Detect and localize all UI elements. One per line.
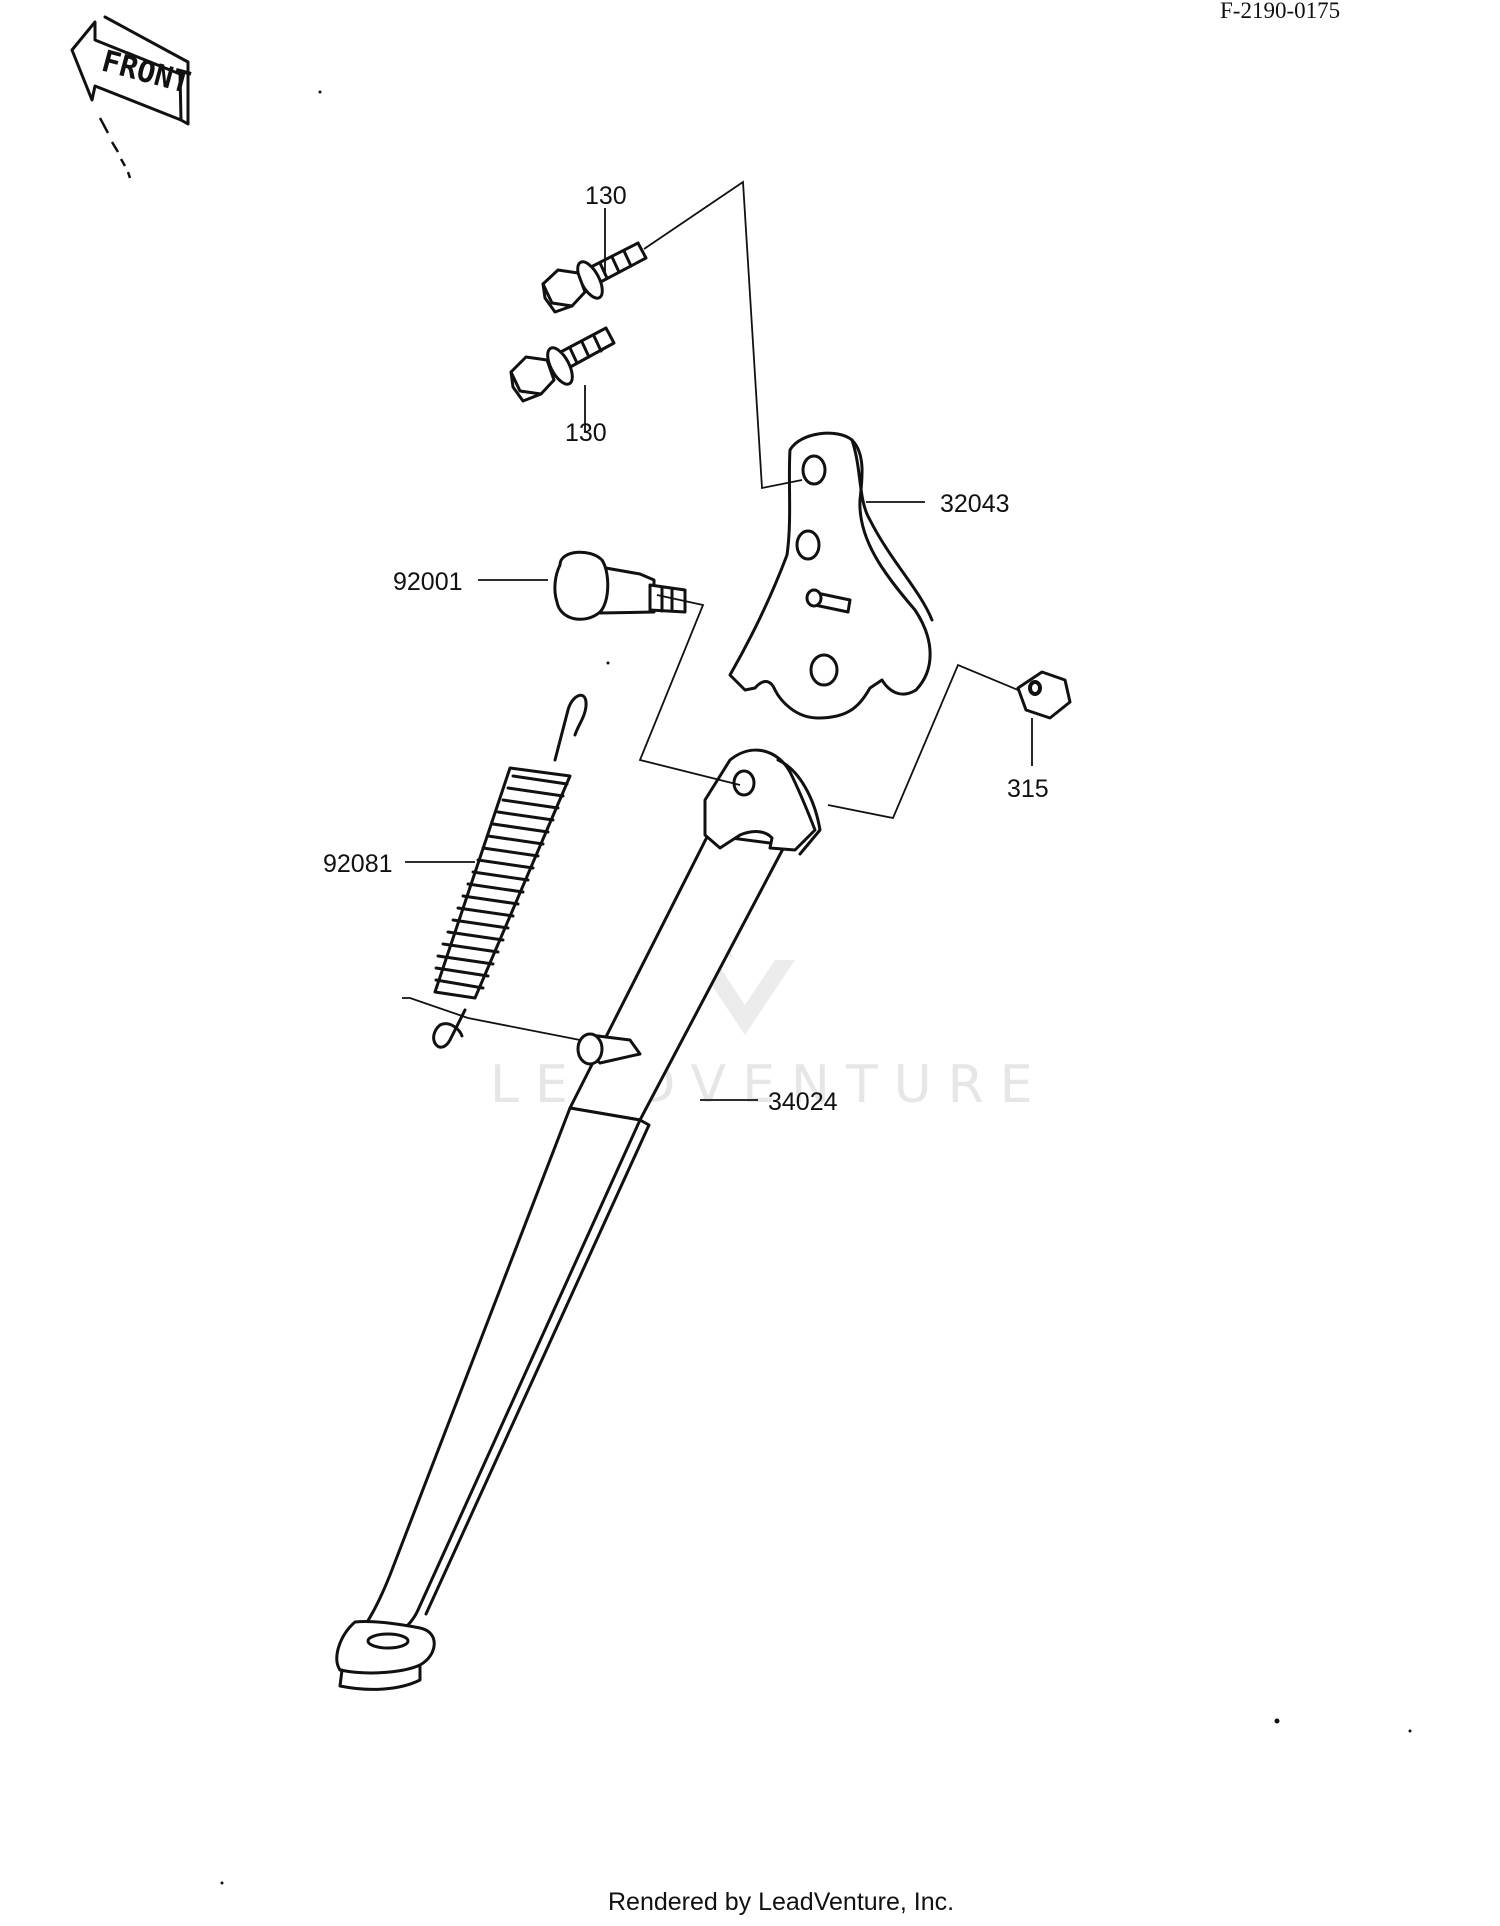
spring-92081 (432, 693, 588, 1049)
callout-130-lower: 130 (565, 419, 607, 447)
assembly-lines (402, 180, 1019, 1041)
callout-130-upper: 130 (585, 182, 627, 210)
side-stand-34024 (335, 748, 822, 1691)
callout-34024: 34024 (768, 1088, 838, 1116)
callout-92001: 92001 (393, 568, 463, 596)
render-credit: Rendered by LeadVenture, Inc. (608, 1888, 954, 1916)
doc-ref: F-2190-0175 (1220, 0, 1340, 23)
bolt-130-upper (541, 241, 648, 314)
callout-315: 315 (1007, 775, 1049, 803)
leader-lines (405, 208, 1033, 1101)
front-arrow-icon: FRONT (70, 15, 194, 126)
bracket-32043 (728, 431, 934, 720)
callout-92081: 92081 (323, 850, 393, 878)
scan-specks (220, 90, 1412, 1885)
bolt-92001 (553, 550, 687, 621)
callout-32043: 32043 (940, 490, 1010, 518)
nut-315 (1016, 670, 1072, 720)
front-arrow-trail (98, 117, 132, 179)
bolt-130-lower (509, 326, 616, 403)
